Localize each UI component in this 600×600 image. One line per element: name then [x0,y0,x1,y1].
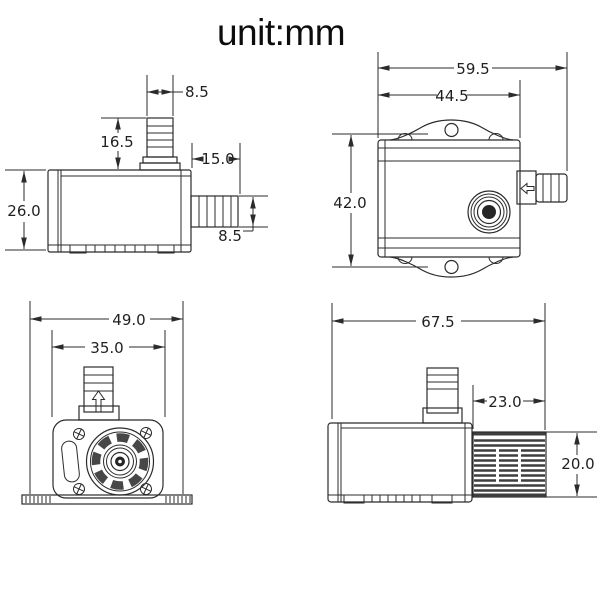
dim-label-overall-width: 49.0 [112,311,145,329]
dim-label-inlet-length: 15.0 [201,150,234,168]
pump-body-outline [52,419,164,499]
outlet-tube-side [516,170,568,205]
pump-body-outline [327,422,473,504]
outlet-tube-top [422,367,463,424]
impeller-face [85,427,155,496]
dim-label-inlet-width: 8.5 [218,227,242,245]
dim-label-overall-length: 67.5 [421,313,454,331]
dim-label-outlet-height: 16.5 [100,133,133,151]
inlet-strainer [472,431,547,498]
dim-outlet-height: 16.5 [100,117,146,169]
view-side-left: 8.5 16.5 26.0 15.0 [5,75,268,254]
dim-label-overall-width: 59.5 [456,60,489,78]
dim-overall-length: 67.5 [331,303,546,430]
outlet-tube-top [78,366,120,421]
pump-body-outline [47,169,192,254]
dim-label-strainer-height: 20.0 [561,455,594,473]
view-rear: 59.5 44.5 42.0 [332,52,568,278]
dim-overall-width: 49.0 [29,301,184,494]
dim-body-width: 44.5 [378,80,521,138]
dim-label-body-height: 26.0 [7,202,40,220]
view-front: 49.0 35.0 [21,301,193,505]
mounting-tab-top [389,119,514,141]
drawing-unit-label: unit:mm [217,12,345,53]
view-side-right: 67.5 23.0 20.0 [327,303,597,504]
front-screws [73,427,152,495]
dim-strainer-length: 23.0 [472,385,545,429]
dim-label-inner-width: 35.0 [90,339,123,357]
dim-inlet-length: 15.0 [191,143,241,194]
outlet-tube-top [139,117,181,171]
dim-overall-width: 59.5 [377,52,568,171]
housing-slot [61,440,80,483]
mounting-tab-bottom [389,256,514,278]
pump-body-outline [377,139,521,258]
dim-label-outlet-width: 8.5 [185,83,209,101]
dim-label-overall-height: 42.0 [333,194,366,212]
flow-direction-arrow-icon [91,390,106,413]
mounting-flange [21,494,193,505]
dim-body-height: 26.0 [5,169,46,251]
inlet-port [467,190,511,234]
dim-label-strainer-length: 23.0 [488,393,521,411]
dim-outlet-width: 8.5 [146,75,209,116]
dim-label-body-width: 44.5 [435,87,468,105]
flow-direction-arrow-icon [520,182,535,195]
dim-overall-height: 42.0 [332,133,428,268]
dim-inlet-width: 8.5 [218,195,268,245]
dim-inner-width: 35.0 [51,330,166,417]
dim-strainer-height: 20.0 [546,431,597,498]
inlet-tube-right [190,195,239,228]
